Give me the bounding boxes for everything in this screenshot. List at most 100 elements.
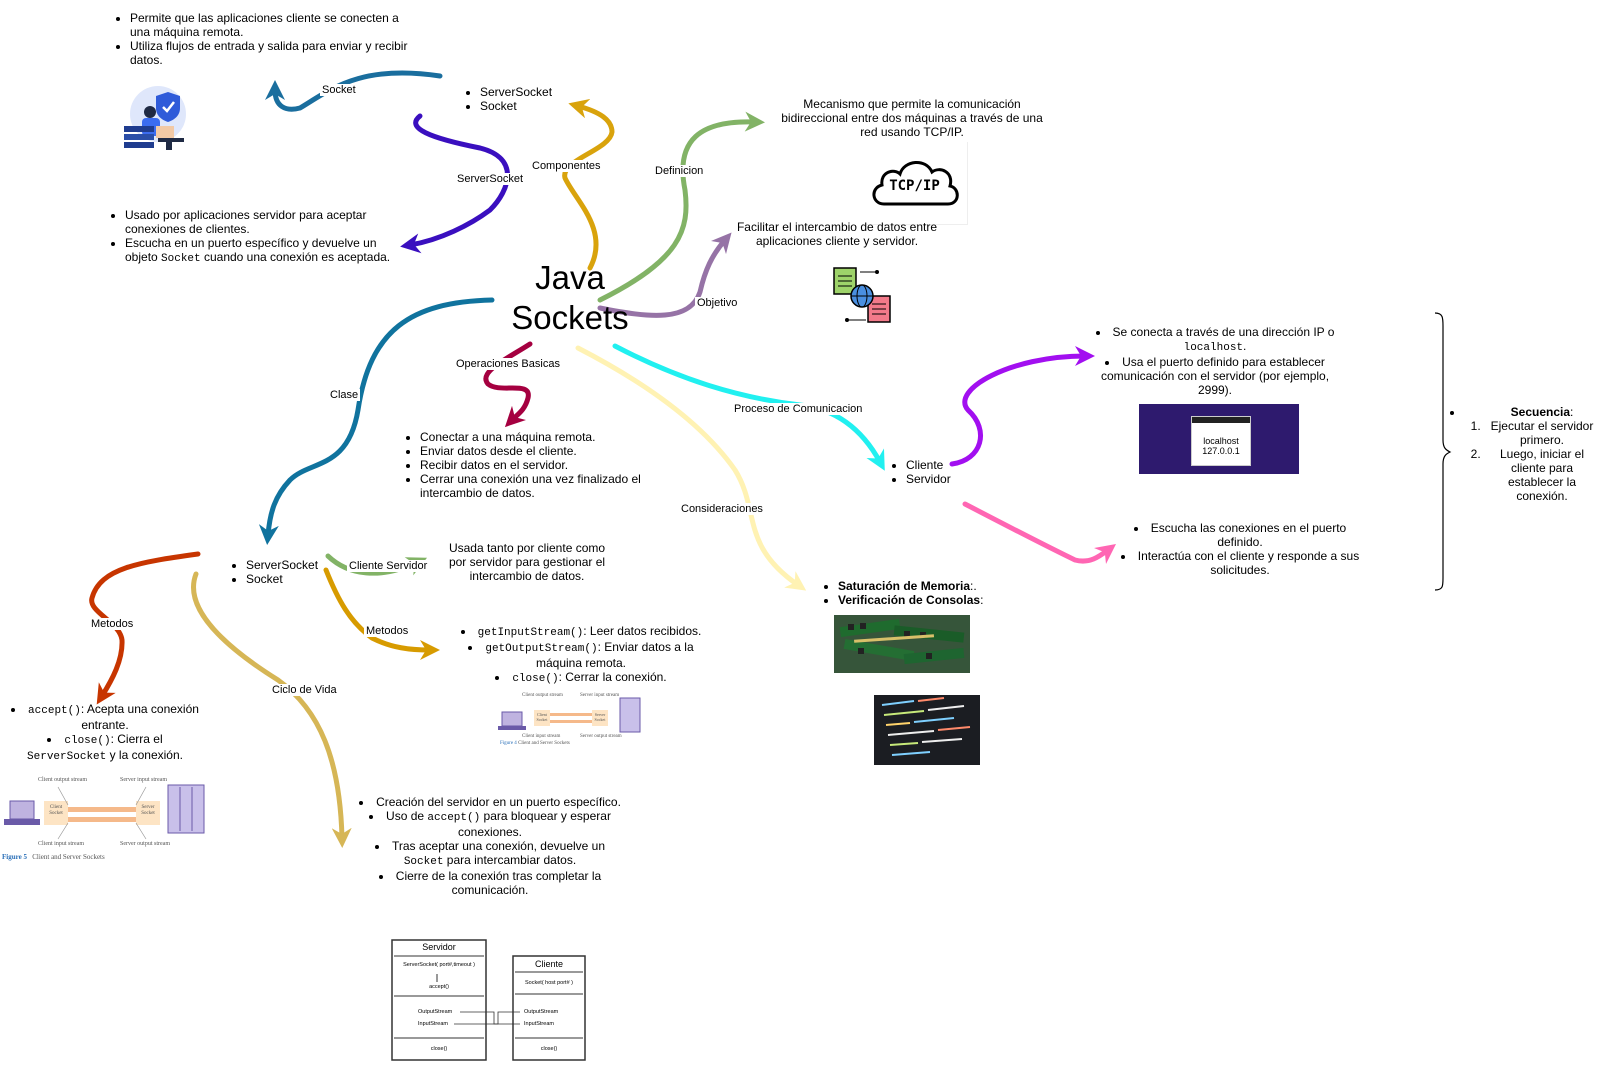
uml-servidor-input: InputStream bbox=[418, 1021, 448, 1027]
operaciones-item: Enviar datos desde el cliente. bbox=[420, 444, 652, 458]
uml-cliente-input: InputStream bbox=[524, 1021, 554, 1027]
secuencia-step: Luego, iniciar el cliente para establece… bbox=[1484, 447, 1600, 503]
label-consideraciones: Consideraciones bbox=[679, 503, 765, 515]
data-exchange-image bbox=[832, 266, 892, 326]
uml-servidor-ctor: ServerSocket( port#,timeout ) bbox=[403, 962, 475, 968]
socket-desc-item: Permite que las aplicaciones cliente se … bbox=[130, 11, 412, 39]
cliente-desc-text: . bbox=[1243, 339, 1247, 353]
consideraciones-rest: : bbox=[980, 593, 984, 607]
serversocket-desc-text: Escucha en un puerto específico y devuel… bbox=[125, 236, 377, 264]
metodos-mid-item: getInputStream(): Leer datos recibidos. bbox=[446, 624, 716, 640]
code-serversocket: ServerSocket bbox=[27, 751, 107, 763]
fig-left-top-right: Server input stream bbox=[120, 777, 167, 783]
clase-item: ServerSocket bbox=[246, 558, 338, 572]
ciclo-item: Tras aceptar una conexión, devuelve un S… bbox=[354, 839, 626, 869]
metodos-left-item: close(): Cierra el ServerSocket y la con… bbox=[10, 732, 200, 764]
edge-cliente bbox=[949, 346, 1095, 467]
objetivo-text: Facilitar el intercambio de datos entre … bbox=[736, 220, 938, 248]
consideraciones-bold: Verificación de Consolas bbox=[838, 593, 981, 607]
metodos-mid-item: close(): Cerrar la conexión. bbox=[446, 670, 716, 686]
metodos-left-text: : Cierra el bbox=[110, 732, 163, 746]
uml-client-server-diagram: Servidor ServerSocket( port#,timeout ) a… bbox=[390, 938, 590, 1063]
operaciones-item: Conectar a una máquina remota. bbox=[420, 430, 652, 444]
serversocket-desc-item: Escucha en un puerto específico y devuel… bbox=[125, 236, 397, 266]
localhost-image: localhost 127.0.0.1 bbox=[1139, 404, 1299, 474]
fig-left-bottom-left: Client input stream bbox=[38, 841, 84, 847]
figure-client-server-mid-drawing bbox=[498, 697, 641, 733]
metodos-left-item: accept(): Acepta una conexión entrante. bbox=[10, 702, 200, 732]
edge-consideraciones bbox=[575, 345, 807, 591]
ciclo-text: Tras aceptar una conexión, devuelve un bbox=[391, 839, 606, 853]
consideraciones-list: Saturación de Memoria:. Verificación de … bbox=[820, 579, 1010, 607]
metodos-mid-list: getInputStream(): Leer datos recibidos. … bbox=[446, 624, 716, 686]
label-metodos-mid: Metodos bbox=[364, 625, 411, 637]
tcp-ip-label: TCP/IP bbox=[889, 178, 940, 194]
edge-operaciones bbox=[483, 341, 533, 428]
edge-componentes bbox=[562, 98, 615, 271]
servidor-desc-item: Escucha las conexiones en el puerto defi… bbox=[1115, 521, 1365, 549]
localhost-line2: 127.0.0.1 bbox=[1202, 446, 1240, 456]
label-cliente-servidor: Cliente Servidor bbox=[347, 560, 430, 572]
ciclo-text: para intercambiar datos. bbox=[443, 853, 577, 867]
cliente-servidor-text: Usada tanto por cliente como por servido… bbox=[448, 541, 606, 583]
uml-boxes bbox=[391, 939, 586, 1061]
uml-cliente-ctor: Socket( host port# ) bbox=[525, 980, 573, 986]
operaciones-item: Cerrar una conexión una vez finalizado e… bbox=[420, 472, 652, 500]
metodos-left-text: : Acepta una conexión entrante. bbox=[80, 702, 199, 732]
console-code-image bbox=[874, 695, 980, 765]
edge-servidor bbox=[962, 501, 1116, 565]
fig-mid-bottom-left: Client input stream bbox=[522, 734, 561, 739]
operaciones-list: Conectar a una máquina remota. Enviar da… bbox=[402, 430, 652, 500]
uml-servidor-title: Servidor bbox=[422, 942, 456, 952]
code-close: close() bbox=[64, 735, 111, 747]
browser-titlebar bbox=[1192, 417, 1250, 423]
servidor-description: Escucha las conexiones en el puerto defi… bbox=[1115, 521, 1365, 577]
uml-cliente-close: close() bbox=[540, 1046, 558, 1052]
uml-cliente-output: OutputStream bbox=[524, 1009, 559, 1015]
edge-clase bbox=[258, 297, 495, 545]
secuencia-item: Secuencia: Ejecutar el servidor primero.… bbox=[1464, 405, 1600, 503]
fig-left-number: Figure 5 bbox=[2, 853, 27, 861]
edge-metodos-mid bbox=[323, 567, 440, 660]
metodos-mid-item: getOutputStream(): Enviar datos a la máq… bbox=[446, 640, 716, 670]
code-localhost: localhost bbox=[1183, 342, 1244, 354]
ciclo-item: Uso de accept() para bloquear y esperar … bbox=[354, 809, 626, 839]
cliente-description: Se conecta a través de una dirección IP … bbox=[1090, 325, 1340, 397]
code-socket: Socket bbox=[161, 253, 201, 265]
uml-servidor-output: OutputStream bbox=[418, 1009, 453, 1015]
central-topic-line2: Sockets bbox=[511, 299, 629, 336]
uml-cliente-title: Cliente bbox=[534, 959, 563, 969]
ciclo-text: Uso de bbox=[386, 809, 428, 823]
fig-left-top-left: Client output stream bbox=[38, 777, 87, 783]
security-illustration bbox=[122, 82, 194, 152]
ciclo-text: para bloquear y esperar conexiones. bbox=[457, 809, 611, 839]
label-operaciones: Operaciones Basicas bbox=[454, 358, 562, 370]
serversocket-desc-item: Usado por aplicaciones servidor para ace… bbox=[125, 208, 397, 236]
clase-item: Socket bbox=[246, 572, 338, 586]
fig-mid-top-left: Client output stream bbox=[522, 693, 563, 698]
fig-mid-bottom-right: Server output stream bbox=[580, 734, 622, 739]
fig-mid-caption: Figure 4 Client and Server Sockets bbox=[500, 741, 570, 746]
secuencia-node: Secuencia: Ejecutar el servidor primero.… bbox=[1450, 405, 1600, 503]
cliente-desc-item: Se conecta a través de una dirección IP … bbox=[1090, 325, 1340, 355]
metodos-left-list: accept(): Acepta una conexión entrante. … bbox=[10, 702, 200, 764]
serversocket-description: Usado por aplicaciones servidor para ace… bbox=[107, 208, 397, 266]
fig-mid-client: Client Socket bbox=[536, 712, 548, 722]
fig-mid-server: Server Socket bbox=[594, 712, 606, 722]
figure-client-server-left: Client output stream Server input stream… bbox=[2, 775, 208, 865]
figure-client-server-left-drawing bbox=[4, 784, 205, 840]
label-proceso: Proceso de Comunicacion bbox=[732, 403, 865, 415]
ciclo-list: Creación del servidor en un puerto espec… bbox=[354, 795, 626, 897]
fig-left-caption-text: Client and Server Sockets bbox=[32, 853, 105, 861]
label-metodos-left: Metodos bbox=[89, 618, 136, 630]
proceso-item-cliente: Cliente bbox=[906, 458, 968, 472]
fig-left-client: Client Socket bbox=[49, 805, 63, 816]
code-method: getOutputStream() bbox=[485, 643, 598, 655]
definicion-text: Mecanismo que permite la comunicación bi… bbox=[781, 97, 1043, 139]
code-accept: accept() bbox=[427, 812, 481, 824]
label-objetivo: Objetivo bbox=[695, 297, 740, 309]
edge-ciclo bbox=[191, 571, 352, 848]
code-method: getInputStream() bbox=[477, 627, 584, 639]
label-ciclo: Ciclo de Vida bbox=[270, 684, 339, 696]
